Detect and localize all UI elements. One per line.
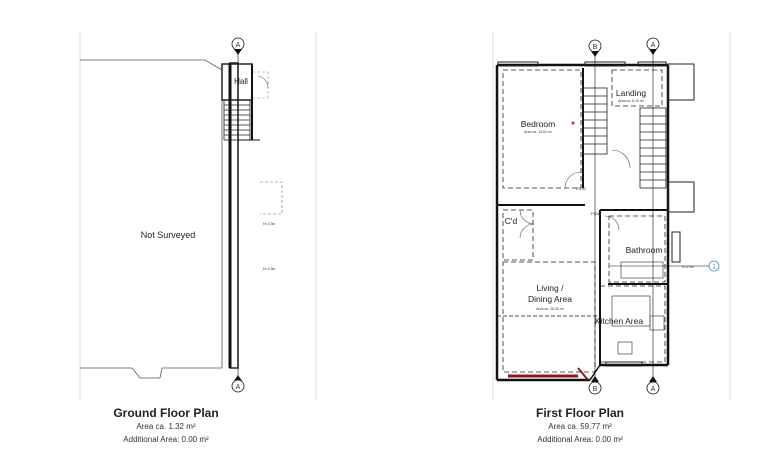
first-floor-additional-area: Additional Area: 0.00 m² xyxy=(537,435,623,444)
small-label: H=2.3m xyxy=(263,222,275,226)
room-label-bedroom: Bedroom xyxy=(521,119,556,129)
ground-floor-plan: A A Hall Not Surveyed H=2.3m H=2.3m xyxy=(80,37,283,393)
room-label-cpd: C'd xyxy=(505,216,518,226)
first-floor-plan: B A B A 1 Bedroom Area ca. 13.62 m² Land… xyxy=(495,37,720,395)
section-marker-a-top-first: A xyxy=(646,37,660,55)
section-marker-label: B xyxy=(593,386,598,393)
section-marker-b-bottom: B xyxy=(588,376,602,395)
ground-floor-title: Ground Floor Plan xyxy=(113,406,219,420)
section-marker-label: A xyxy=(236,384,241,391)
section-marker-a-bottom: A xyxy=(231,375,245,393)
section-marker-label: B xyxy=(593,44,598,51)
room-label-hall: Hall xyxy=(234,77,248,86)
room-area-bedroom: Area ca. 13.62 m² xyxy=(524,130,553,134)
room-label-living: Living / xyxy=(537,283,565,293)
ground-floor-additional-area: Additional Area: 0.00 m² xyxy=(123,435,209,444)
ground-stairs xyxy=(223,99,251,141)
bathroom-outline xyxy=(608,215,666,283)
hall-door-swing xyxy=(252,71,269,99)
section-marker-label: A xyxy=(651,386,656,393)
section-marker-b-top: B xyxy=(588,39,602,57)
room-area-living: Area ca. 26.30 m² xyxy=(536,307,565,311)
small-label: H=2.3m xyxy=(682,265,694,269)
ground-floor-area: Area ca. 1.32 m² xyxy=(136,422,196,431)
section-marker-label: A xyxy=(236,42,241,49)
first-floor-area: Area ca. 59.77 m² xyxy=(548,422,612,431)
room-label-not-surveyed: Not Surveyed xyxy=(141,230,196,240)
door-label: FD30 xyxy=(576,186,587,191)
section-marker-a-bottom-first: A xyxy=(646,376,660,395)
bedroom-outline xyxy=(502,69,582,189)
room-label-kitchen: Kitchen Area xyxy=(595,316,643,326)
first-floor-title: First Floor Plan xyxy=(535,406,624,420)
grid-lines xyxy=(79,32,731,400)
not-surveyed-outline xyxy=(80,59,223,379)
small-label: H=2.3m xyxy=(263,267,275,271)
room-label-landing: Landing xyxy=(616,88,647,98)
landing-outline xyxy=(611,69,663,107)
section-marker-a-top: A xyxy=(231,37,245,55)
room-label-dining: Dining Area xyxy=(528,294,572,304)
room-label-bathroom: Bathroom xyxy=(626,245,663,255)
section-marker-label: 1 xyxy=(712,265,716,271)
door-label: FD30 xyxy=(591,211,602,216)
section-marker-1: 1 xyxy=(708,260,720,272)
section-marker-label: A xyxy=(651,42,656,49)
room-area-landing: Area ca. 6.10 m² xyxy=(618,99,645,103)
living-outline xyxy=(502,261,596,373)
